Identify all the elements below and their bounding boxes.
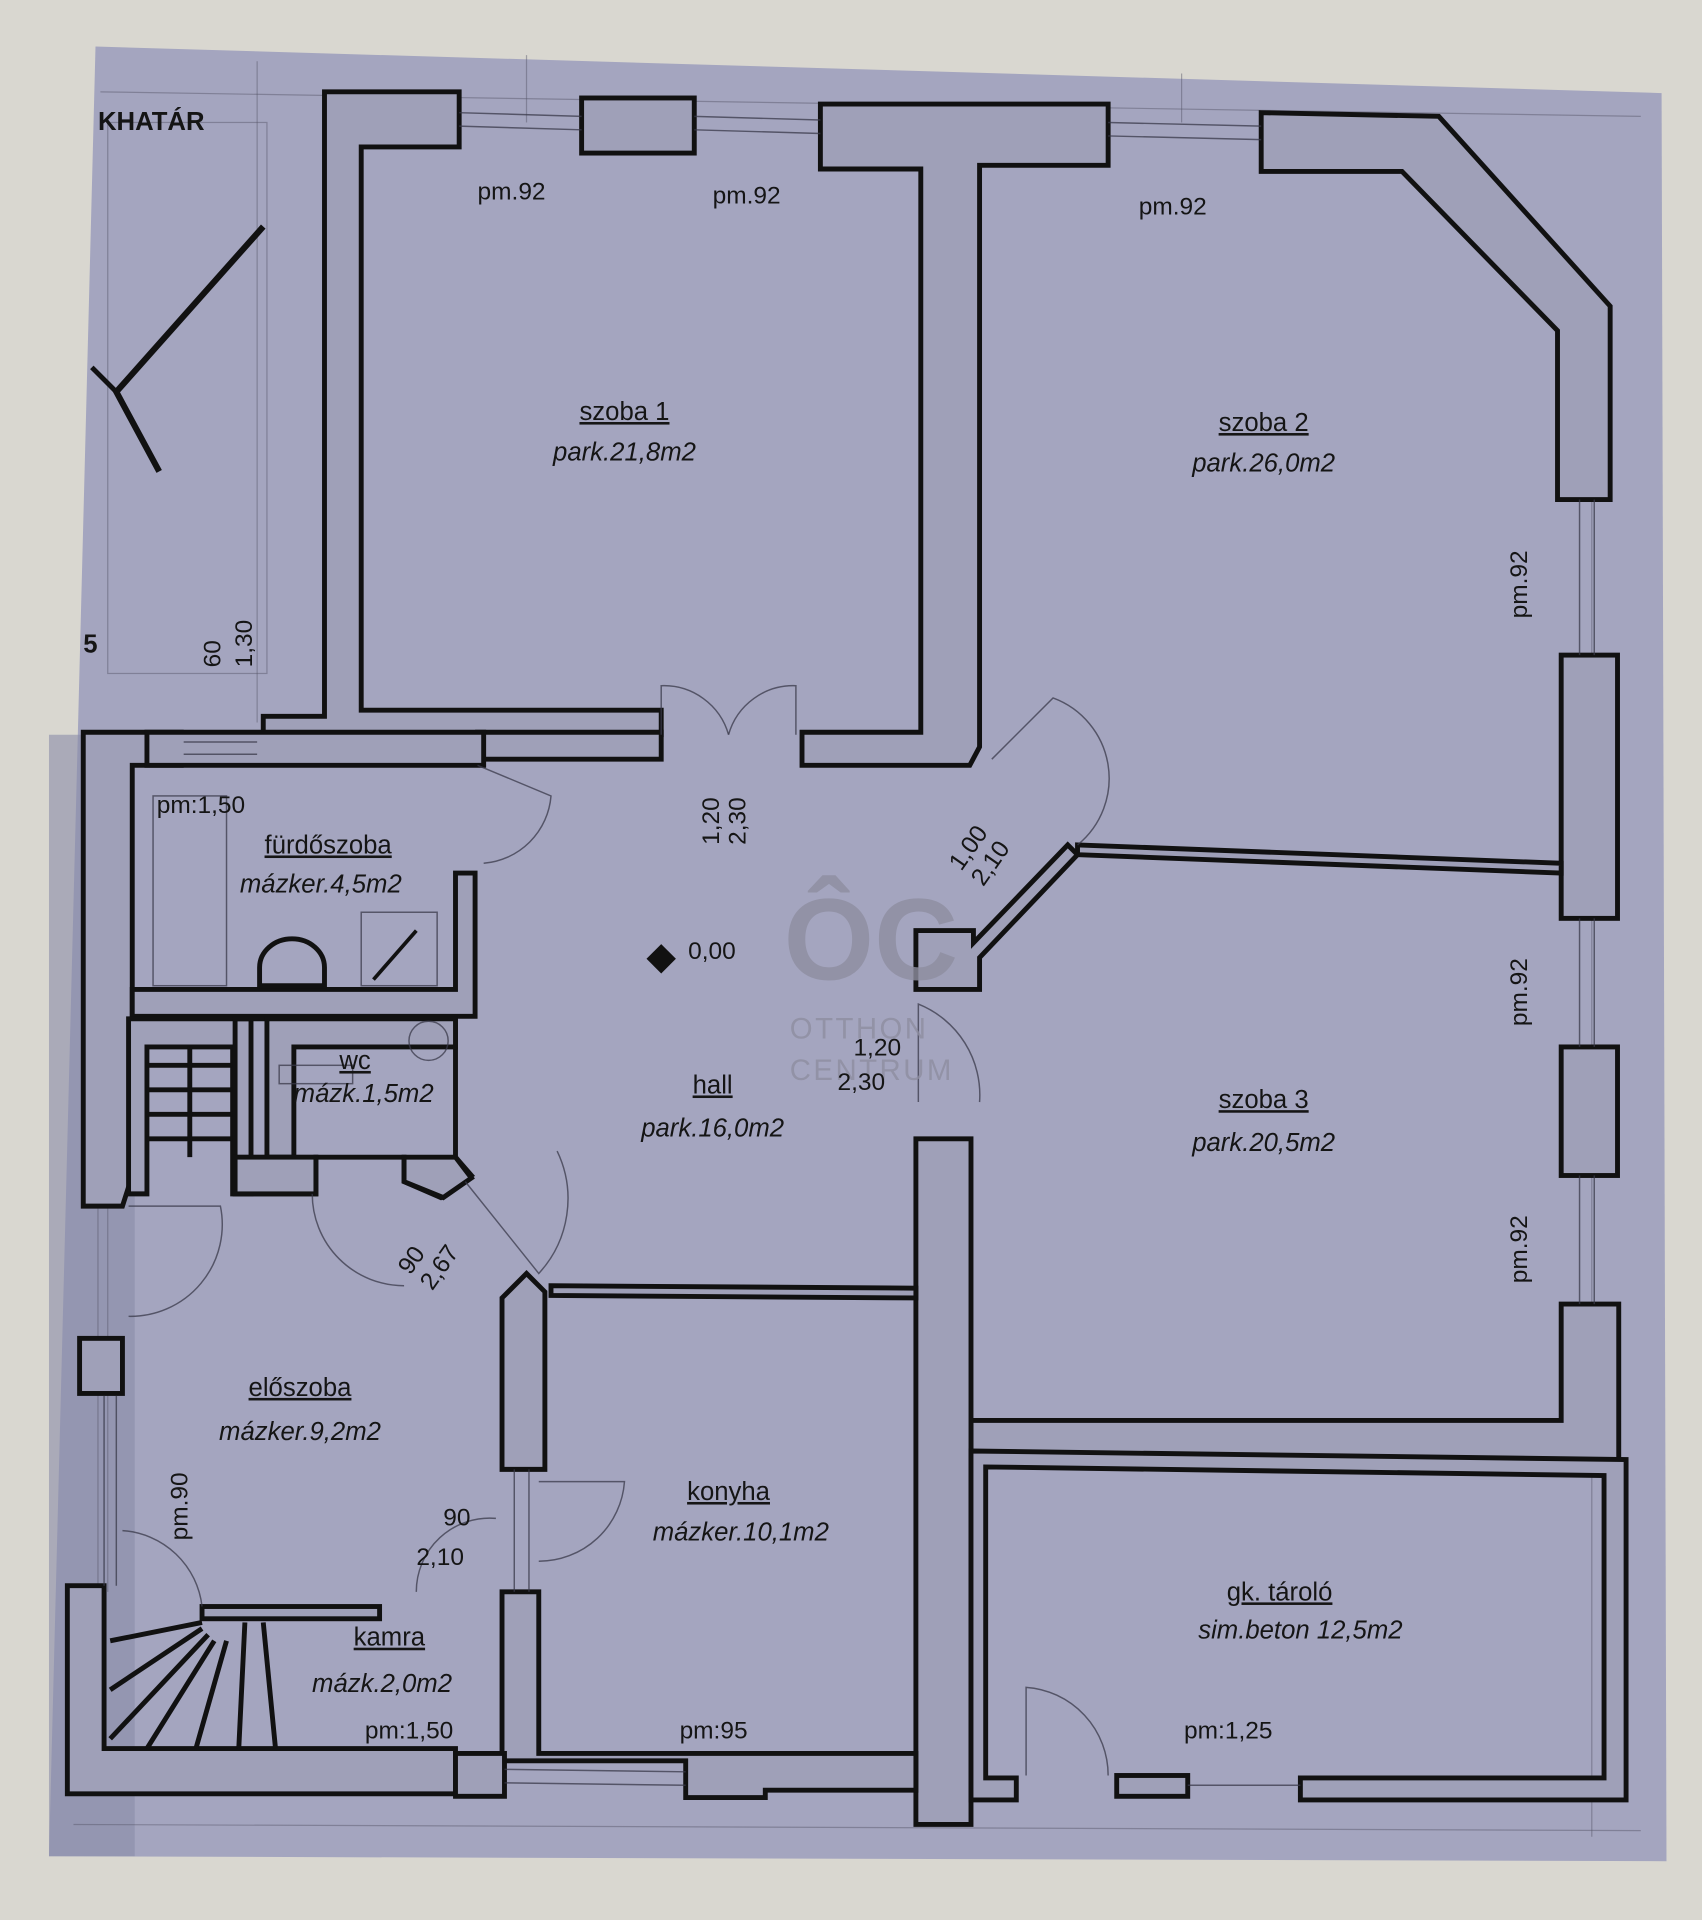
room-area: mázk.1,5m2 <box>294 1080 434 1108</box>
door-height: 1,30 <box>231 620 258 668</box>
watermark-logo: ÔC <box>784 875 958 1005</box>
room-area: park.21,8m2 <box>552 438 696 466</box>
level-marker-icon <box>646 944 676 974</box>
room-area: mázker.10,1m2 <box>653 1518 829 1546</box>
room-name: kamra <box>354 1624 426 1652</box>
room-area: mázker.4,5m2 <box>240 871 402 899</box>
room-szoba-1: szoba 1 park.21,8m2 <box>552 398 696 466</box>
door-width: 1,20 <box>853 1035 901 1062</box>
bathroom-fixtures <box>152 795 449 1085</box>
window-label: pm.90 <box>166 1472 193 1540</box>
room-name: hall <box>693 1071 733 1099</box>
room-name: gk. tároló <box>1227 1578 1333 1606</box>
room-kamra: kamra mázk.2,0m2 <box>312 1624 452 1699</box>
window-label: pm:95 <box>680 1718 748 1745</box>
watermark-line2: CENTRUM <box>790 1054 954 1087</box>
room-area: sim.beton 12,5m2 <box>1198 1616 1402 1644</box>
room-area: mázker.9,2m2 <box>219 1418 381 1446</box>
walls <box>64 89 1629 1827</box>
room-area: mázk.2,0m2 <box>312 1670 452 1698</box>
window-label: pm:1,50 <box>157 792 245 819</box>
window-glazing <box>103 111 1595 1787</box>
edge-fragment: 5 <box>83 631 97 659</box>
north-arrow-icon <box>90 224 266 473</box>
window-label: pm.92 <box>1506 958 1533 1026</box>
watermark-line1: OTTHON <box>790 1012 929 1045</box>
door-height: 2,30 <box>725 797 752 845</box>
corner-label: KHATÁR <box>98 107 205 136</box>
room-name: előszoba <box>249 1374 353 1402</box>
room-szoba-3: szoba 3 park.20,5m2 <box>1191 1086 1335 1157</box>
window-label: pm.92 <box>713 182 781 209</box>
door-width: 1,20 <box>698 797 725 845</box>
room-name: szoba 3 <box>1219 1086 1309 1114</box>
room-furdoszoba: fürdőszoba mázker.4,5m2 <box>240 831 402 898</box>
room-name: fürdőszoba <box>265 831 393 859</box>
room-hall: hall park.16,0m2 <box>640 1071 784 1142</box>
door-width: 90 <box>443 1505 470 1532</box>
otthon-centrum-watermark: ÔC OTTHON CENTRUM <box>784 875 958 1087</box>
room-area: park.16,0m2 <box>640 1114 784 1142</box>
room-area: park.20,5m2 <box>1191 1129 1335 1157</box>
room-name: konyha <box>687 1478 771 1506</box>
window-label: pm.92 <box>1139 193 1207 220</box>
window-label: pm.92 <box>478 179 546 206</box>
window-label: pm.92 <box>1506 550 1533 618</box>
level-marker: 0,00 <box>688 938 736 965</box>
window-label: pm.92 <box>1506 1215 1533 1283</box>
room-name: szoba 1 <box>579 398 669 426</box>
staircase <box>108 1046 278 1750</box>
door-swings <box>122 684 1110 1776</box>
room-area: park.26,0m2 <box>1191 449 1335 477</box>
room-gk-tarolo: gk. tároló sim.beton 12,5m2 <box>1198 1578 1402 1644</box>
room-name: wc <box>338 1047 371 1075</box>
room-eloszoba: előszoba mázker.9,2m2 <box>219 1374 381 1446</box>
window-labels: pm.92 pm.92 pm.92 pm.92 pm.92 pm.92 pm:1… <box>157 179 1533 1745</box>
screen-surface <box>48 46 1667 1862</box>
window-label: pm:1,25 <box>1184 1718 1272 1745</box>
room-wc: wc mázk.1,5m2 <box>294 1047 434 1108</box>
door-width: 60 <box>199 640 226 667</box>
door-height: 2,10 <box>416 1544 464 1571</box>
door-height: 2,30 <box>838 1069 886 1096</box>
window-label: pm:1,50 <box>365 1718 453 1745</box>
room-szoba-2: szoba 2 park.26,0m2 <box>1191 409 1335 477</box>
room-konyha: konyha mázker.10,1m2 <box>653 1478 829 1546</box>
room-name: szoba 2 <box>1219 409 1309 437</box>
